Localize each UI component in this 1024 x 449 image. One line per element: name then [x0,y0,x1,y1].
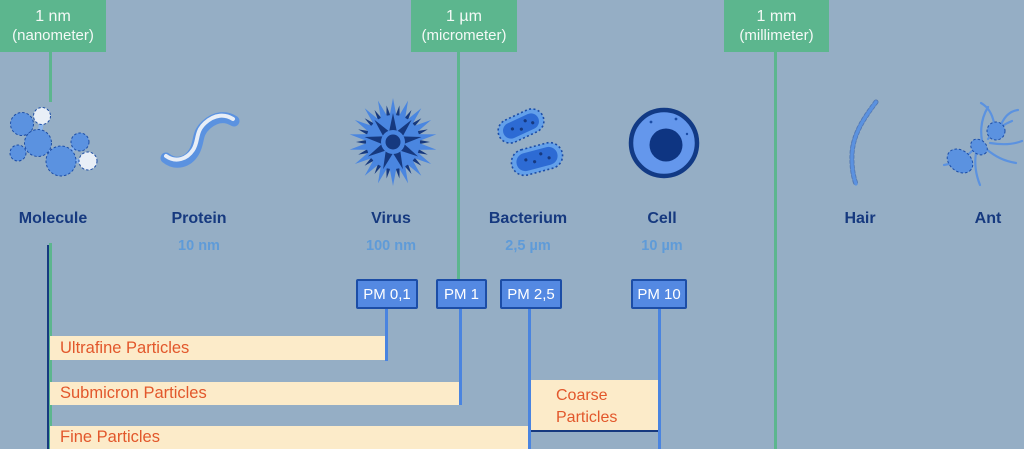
item-size-bacterium: 2,5 µm [505,238,551,254]
scale-value-um: 1 µm [446,8,482,25]
micrometer-line [457,50,460,281]
bar-submicron-label: Submicron Particles [60,384,207,402]
scale-unit-nm: (nanometer) [12,27,94,44]
molecule-marker-line [47,245,49,449]
bar-ultrafine-label: Ultrafine Particles [60,338,190,357]
molecule-icon [9,107,98,177]
millimeter-line [774,52,777,449]
pm25-line [528,308,531,449]
scale-callout-millimeter: 1 mm (millimeter) [724,0,829,52]
ant-icon [942,101,1024,187]
item-label-bacterium: Bacterium [488,210,568,227]
pm25-label: PM 2,5 [507,285,555,303]
item-label-ant: Ant [974,210,1002,227]
cell-icon [628,107,700,179]
pm10-line [658,308,661,449]
item-size-virus: 100 nm [366,238,416,254]
scale-value-mm: 1 mm [756,8,797,25]
item-label-virus: Virus [371,210,411,227]
item-size-cell: 10 µm [641,238,683,254]
pm10-marker: PM 10 [631,279,687,309]
bar-ultrafine-particles: Ultrafine Particles [50,336,387,360]
pm01-line [385,308,388,361]
item-size-protein: 10 nm [178,238,220,254]
scale-value-nm: 1 nm [35,8,71,25]
pm01-marker: PM 0,1 [356,279,418,309]
pm1-line [459,308,462,405]
hair-icon [849,99,879,186]
scale-unit-mm: (millimeter) [739,27,814,44]
item-label-cell: Cell [647,210,677,227]
bar-fine-label: Fine Particles [60,428,160,446]
virus-icon [348,98,438,186]
pm10-label: PM 10 [637,285,681,303]
pm1-marker: PM 1 [436,279,487,309]
bacterium-icon [497,108,564,177]
pm01-label: PM 0,1 [363,285,411,303]
protein-icon [160,112,240,168]
bar-coarse-particles: Coarse Particles [528,380,661,432]
bar-submicron-particles: Submicron Particles [50,382,461,405]
scale-callout-nanometer: 1 nm (nanometer) [0,0,106,52]
item-label-molecule: Molecule [18,210,88,227]
bar-fine-particles: Fine Particles [50,426,529,449]
scale-unit-um: (micrometer) [421,27,507,44]
scale-callout-micrometer: 1 µm (micrometer) [411,0,517,52]
pm1-label: PM 1 [443,285,479,303]
item-label-hair: Hair [844,210,876,227]
bar-coarse-label: Coarse Particles [556,387,618,426]
nanometer-line-upper [49,50,52,102]
pm25-marker: PM 2,5 [500,279,562,309]
item-label-protein: Protein [171,210,227,227]
